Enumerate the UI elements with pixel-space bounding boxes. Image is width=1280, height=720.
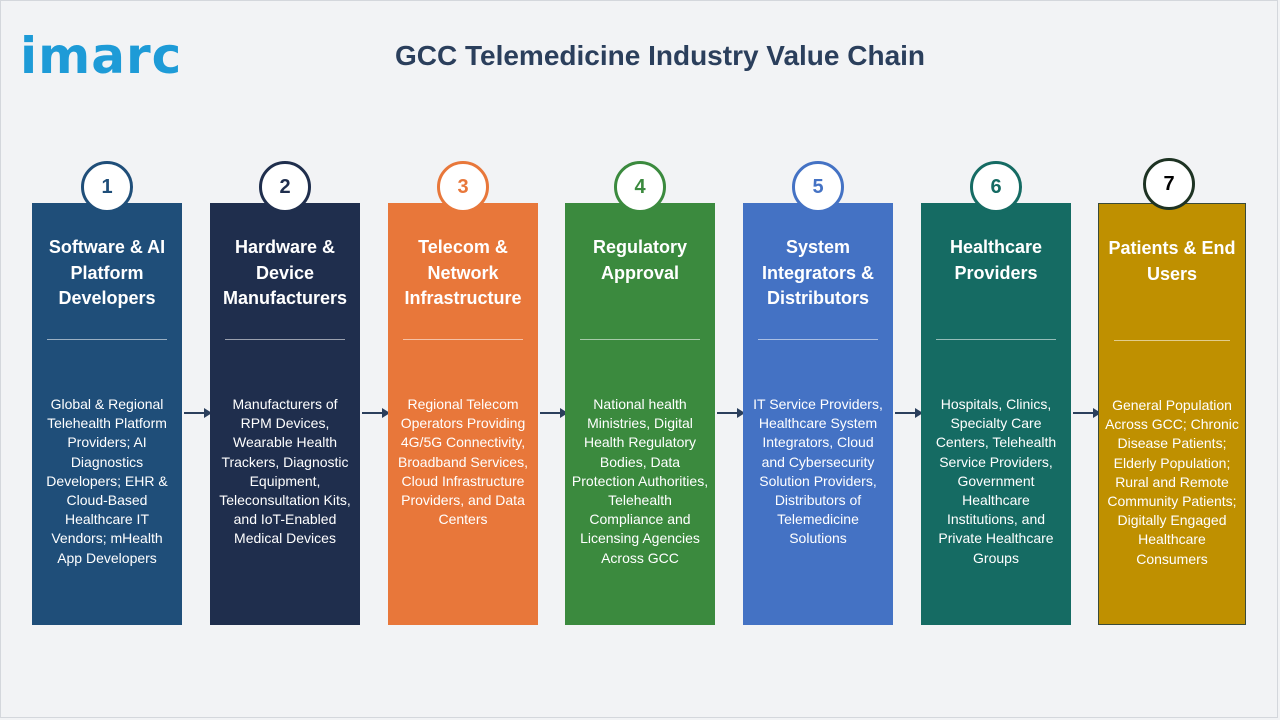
stage-title: Patients & End Users (1108, 238, 1236, 284)
stage-title: Telecom & Network Infrastructure (404, 237, 522, 308)
stage-4-number: 4 (614, 161, 666, 213)
stage-7-number: 7 (1143, 158, 1195, 210)
stage-divider (403, 339, 523, 340)
stage-5-card: System Integrators & Distributors IT Ser… (743, 203, 893, 625)
stage-1-card: Software & AI Platform Developers Global… (32, 203, 182, 625)
stage-title: Healthcare Providers (949, 237, 1043, 283)
arrow-icon (1073, 408, 1101, 418)
stage-description: Global & Regional Telehealth Platform Pr… (46, 396, 168, 566)
stage-divider (758, 339, 878, 340)
logo-text: imarc (20, 27, 183, 85)
stage-divider (47, 339, 167, 340)
stage-divider (936, 339, 1056, 340)
arrow-icon (184, 408, 212, 418)
stage-4-card: Regulatory Approval National health Mini… (565, 203, 715, 625)
stage-divider (225, 339, 345, 340)
stage-title: System Integrators & Distributors (761, 237, 875, 308)
stage-5-number: 5 (792, 161, 844, 213)
stage-description: IT Service Providers, Healthcare System … (753, 396, 883, 547)
page-title: GCC Telemedicine Industry Value Chain (394, 40, 926, 71)
stage-description: General Population Across GCC; Chronic D… (1105, 397, 1239, 567)
imarc-logo: imarc (20, 20, 210, 90)
stage-divider (1114, 340, 1230, 341)
stage-title: Software & AI Platform Developers (48, 237, 166, 308)
stage-1-number: 1 (81, 161, 133, 213)
stage-description: Regional Telecom Operators Providing 4G/… (398, 396, 528, 528)
stage-divider (580, 339, 700, 340)
stage-7-card: Patients & End Users General Population … (1098, 203, 1246, 625)
stage-2-number: 2 (259, 161, 311, 213)
stage-description: Hospitals, Clinics, Specialty Care Cente… (935, 396, 1057, 566)
stage-description: Manufacturers of RPM Devices, Wearable H… (219, 396, 351, 547)
arrow-icon (717, 408, 745, 418)
stage-6-number: 6 (970, 161, 1022, 213)
stage-2-card: Hardware & Device Manufacturers Manufact… (210, 203, 360, 625)
arrow-icon (362, 408, 390, 418)
stage-3-number: 3 (437, 161, 489, 213)
stage-title: Regulatory Approval (592, 237, 688, 283)
stage-description: National health Ministries, Digital Heal… (571, 396, 709, 566)
arrow-icon (540, 408, 568, 418)
stage-6-card: Healthcare Providers Hospitals, Clinics,… (921, 203, 1071, 625)
stage-3-card: Telecom & Network Infrastructure Regiona… (388, 203, 538, 625)
arrow-icon (895, 408, 923, 418)
stage-title: Hardware & Device Manufacturers (222, 237, 348, 308)
